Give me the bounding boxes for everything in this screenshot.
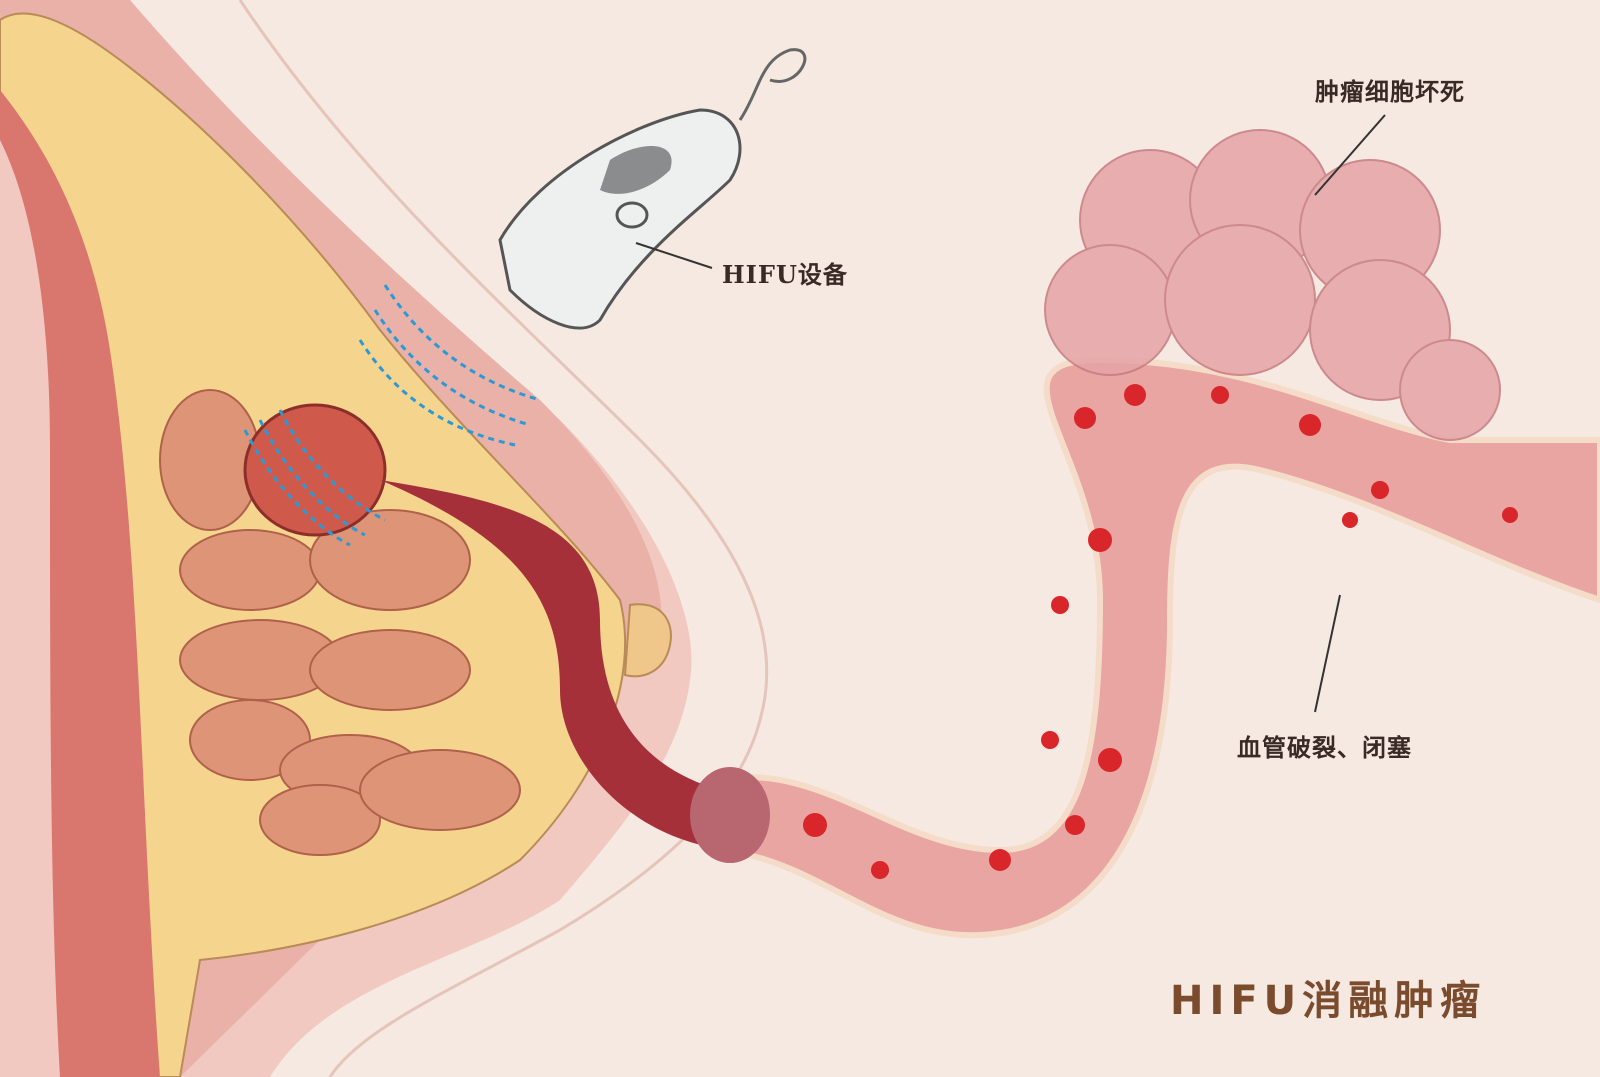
nipple: [623, 603, 672, 678]
ultrasound-waves: [243, 284, 541, 547]
tumor: [243, 403, 387, 537]
mammary-glands: [159, 389, 521, 856]
necrotic-tumor-cells: [1044, 129, 1501, 441]
vessel-opening: [690, 767, 770, 863]
hifu-device-art: [498, 48, 807, 330]
chest-wall: [0, 140, 60, 1077]
artery: [380, 480, 730, 850]
label-hifu-device: HIFU设备: [722, 260, 848, 289]
outer-skin-line: [238, 0, 769, 1077]
red-blood-cells: [803, 384, 1518, 879]
leader-lines: [635, 114, 1386, 713]
figure-title: HIFU消融肿瘤: [1170, 978, 1487, 1024]
label-tumor-necrosis: 肿瘤细胞坏死: [1315, 77, 1465, 106]
label-vessel-rupture: 血管破裂、闭塞: [1237, 733, 1412, 762]
blood-vessel: [717, 356, 1600, 939]
